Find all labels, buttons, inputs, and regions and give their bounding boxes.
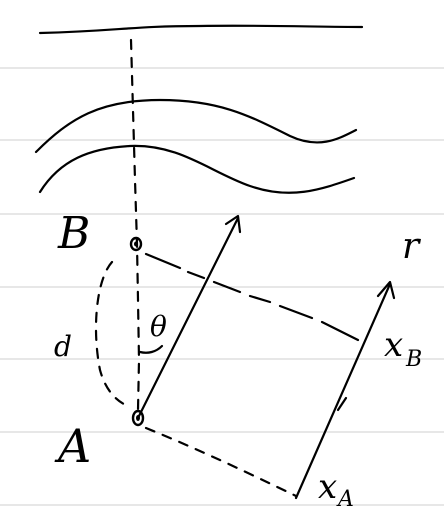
wavy-line-lower <box>38 144 356 194</box>
label-x-a-subscript: A <box>336 487 354 512</box>
ruled-lines <box>0 67 444 506</box>
direction-arrow-a <box>136 214 242 420</box>
label-x-b-subscript: B <box>405 347 422 372</box>
vertical-dashed-line <box>129 38 141 412</box>
axis-tick <box>336 396 348 412</box>
label-x-a: x <box>318 467 337 507</box>
projection-line-b <box>144 252 360 342</box>
distance-arc <box>94 260 130 408</box>
label-angle: θ <box>150 310 167 343</box>
projection-line-a <box>144 426 298 498</box>
label-distance: d <box>54 330 72 363</box>
wavy-line-upper <box>34 98 358 154</box>
top-boundary-line <box>38 24 364 35</box>
point-b-marker <box>129 236 143 252</box>
projection-axis-r <box>294 280 396 500</box>
label-axis: r <box>402 226 421 267</box>
label-x-b: x <box>384 325 403 365</box>
angle-arc <box>138 344 164 354</box>
label-point-b: B <box>57 208 90 259</box>
label-point-a: A <box>54 419 91 473</box>
